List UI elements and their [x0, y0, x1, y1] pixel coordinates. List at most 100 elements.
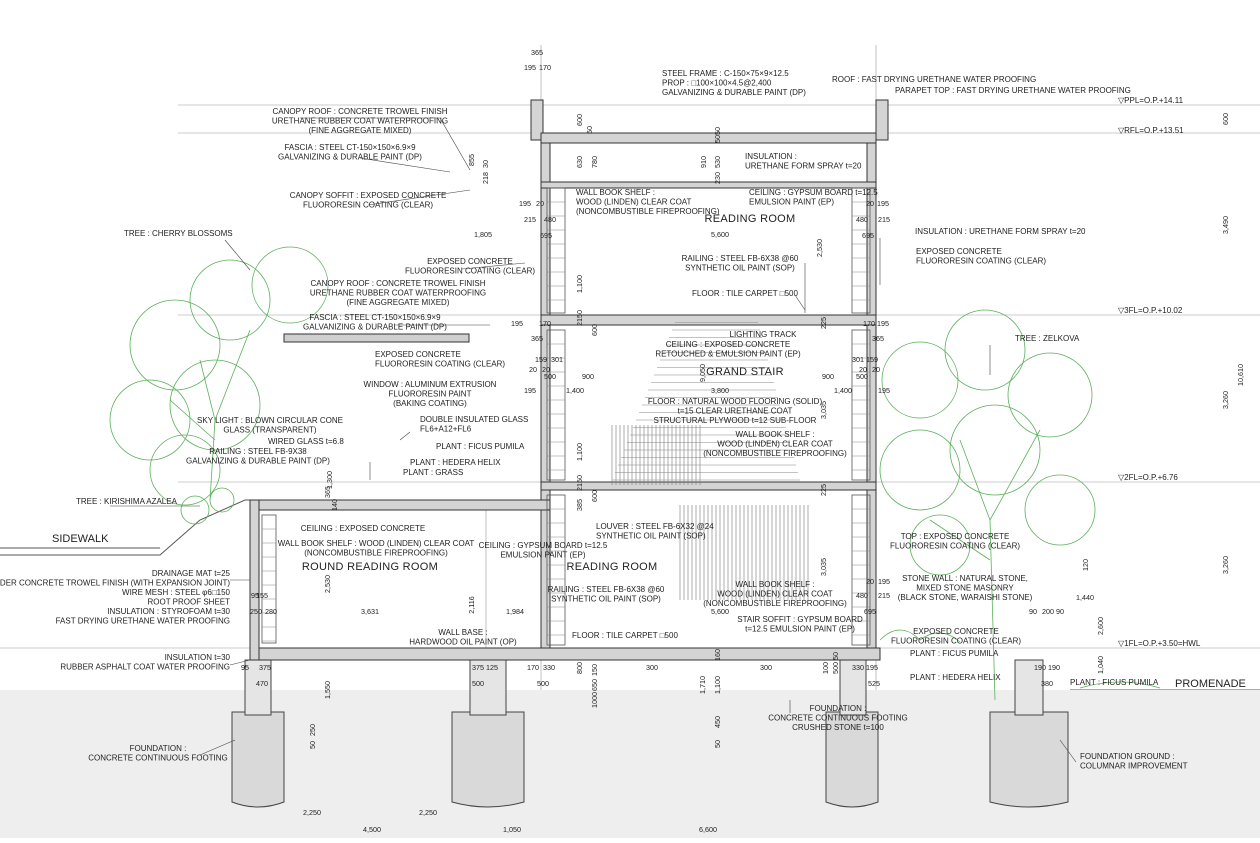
dim-d95_b: 95 — [241, 663, 249, 672]
dim-d1050: 1,050 — [503, 825, 521, 834]
dim-d125: 125 — [486, 663, 498, 672]
note-wall_shelf_right_mid-line-1: WOOD (LINDEN) CLEAR COAT — [717, 440, 833, 449]
shrubs — [180, 487, 1161, 689]
dim-d100: 100 — [821, 662, 830, 674]
note-double_glass-line-1: FL6+A12+FL6 — [420, 425, 472, 434]
note-stone_wall-line-2: (BLACK STONE, WARAISHI STONE) — [898, 593, 1033, 602]
note-foundation_center-line-1: CONCRETE CONTINUOUS FOOTING — [768, 714, 908, 723]
note-canopy_soffit-line-0: CANOPY SOFFIT : EXPOSED CONCRETE — [290, 191, 447, 200]
dim-d155: 155 — [256, 591, 268, 600]
dim-d20_l1: 20 — [536, 199, 544, 208]
note-floor_mid-line-1: t=15 CLEAR URETHANE COAT — [678, 407, 793, 416]
note-stair_soffit-line-1: t=12.5 EMULSION PAINT (EP) — [745, 625, 855, 634]
dim-d2530_top: 2,530 — [815, 239, 824, 257]
dim-d2600: 2,600 — [1096, 617, 1105, 635]
dim-d5600_top: 5,600 — [711, 230, 729, 239]
note-wall_shelf_right_low-line-0: WALL BOOK SHELF : — [736, 580, 815, 589]
dim-d1100_b: 1,100 — [575, 443, 584, 461]
soil-fill — [0, 690, 1260, 838]
dim-d600_b: 600 — [590, 324, 599, 336]
dim-d170_f: 170 — [527, 663, 539, 672]
dim-d365_v: 365 — [323, 486, 332, 498]
leader-line — [1059, 739, 1077, 763]
note-foundation_ground-line-0: FOUNDATION GROUND : — [1080, 752, 1175, 761]
note-railing_upper-line-1: SYNTHETIC OIL PAINT (SOP) — [685, 264, 795, 273]
dim-d20_l3: 20 — [542, 365, 550, 374]
leader-line — [300, 117, 471, 171]
dim-d250: 250 — [250, 607, 262, 616]
dim-d695_r: 695 — [862, 231, 874, 240]
note-sky_light-line-1: GLASS (TRANSPARENT) — [223, 426, 317, 435]
note-drainage-line-3: ROOT PROOF SHEET — [147, 598, 230, 607]
room-grand-stair: GRAND STAIR — [706, 366, 784, 378]
dim-d50: 50 — [585, 126, 594, 134]
note-railing_low-line-0: RAILING : STEEL FB-6X38 @60 — [548, 585, 665, 594]
dim-d20_r1: 20 — [866, 199, 874, 208]
dim-d20_r5: 20 — [866, 577, 874, 586]
note-wall_shelf_upper-line-0: WALL BOOK SHELF : — [576, 188, 655, 197]
note-exposed_concrete_a-line-0: EXPOSED CONCRETE — [427, 257, 513, 266]
dim-d159_r: 159 — [866, 355, 878, 364]
dim-d20_r2: 20 — [859, 365, 867, 374]
dim-d195_170_l: 195 — [511, 319, 523, 328]
note-insulation_roof-line-1: URETHANE FORM SPRAY t=20 — [745, 162, 862, 171]
note-canopy_roof_top-line-0: CANOPY ROOF : CONCRETE TROWEL FINISH — [273, 107, 448, 116]
shelf-lines — [262, 201, 870, 642]
note-wall_shelf_upper-line-1: WOOD (LINDEN) CLEAR COAT — [576, 198, 692, 207]
note-plant_hedera_b-line-0: PLANT : HEDERA HELIX — [910, 673, 1001, 682]
dim-d1440: 1,440 — [1076, 593, 1094, 602]
note-plant_hedera_a-line-0: PLANT : HEDERA HELIX — [410, 458, 501, 467]
note-steel_frame-line-0: STEEL FRAME : C-150×75×9×12.5 — [662, 69, 789, 78]
dim-d190a: 190 — [1034, 663, 1046, 672]
note-drainage-line-2: WIRE MESH : STEEL φ6□150 — [122, 588, 231, 597]
dim-d50_l: 50 — [308, 741, 317, 749]
note-insulation_low-line-1: RUBBER ASPHALT COAT WATER PROOFING — [60, 663, 230, 672]
dim-d50_m: 50 — [713, 740, 722, 748]
room-reading-upper: READING ROOM — [705, 213, 796, 225]
dim-d600_c: 600 — [590, 490, 599, 502]
level-rfl: ▽RFL=O.P.+13.51 — [1118, 126, 1184, 135]
louver — [611, 425, 809, 600]
dim-d600a: 600 — [575, 114, 584, 126]
dim-d95_155: 95 — [251, 591, 259, 600]
note-insulation_roof-line-0: INSULATION : — [745, 152, 797, 161]
dim-d2530_b: 2,530 — [323, 575, 332, 593]
note-exposed_concrete_c-line-1: FLUORORESIN COATING (CLEAR) — [375, 360, 505, 369]
tree-cherry-blossoms — [109, 246, 329, 506]
dim-d50_h: 50 — [831, 652, 840, 660]
dim-d1040: 1,040 — [1096, 656, 1105, 674]
dim-d855: 855 — [467, 154, 476, 166]
note-exposed_concrete_d-line-0: EXPOSED CONCRETE — [913, 627, 999, 636]
note-tree_cherry-line-0: TREE : CHERRY BLOSSOMS — [124, 229, 233, 238]
dim-d2250_b: 2,250 — [419, 808, 437, 817]
dim-d910: 910 — [699, 156, 708, 168]
dim-d385_a: 385 — [575, 499, 584, 511]
dim-d1300: 1,300 — [325, 471, 334, 489]
foundations — [231, 659, 1069, 808]
dim-r3260a: 3,260 — [1221, 391, 1230, 409]
note-foundation_center-line-2: CRUSHED STONE t=100 — [792, 723, 884, 732]
dim-d500_l: 500 — [544, 372, 556, 381]
dim-d1400_l: 1,400 — [566, 386, 584, 395]
note-parapet-line-0: PARAPET TOP : FAST DRYING URETHANE WATER… — [895, 86, 1131, 95]
leader-line — [229, 659, 251, 666]
note-wall_shelf_right_low-line-1: WOOD (LINDEN) CLEAR COAT — [717, 590, 833, 599]
dim-d365_l: 365 — [531, 334, 543, 343]
dim-d170_l: 170 — [539, 319, 551, 328]
dim-d195_l4: 195 — [524, 386, 536, 395]
dim-d900_l: 900 — [582, 372, 594, 381]
dim-d375_b: 375 — [472, 663, 484, 672]
note-drainage-line-4: INSULATION : STYROFOAM t=30 — [107, 607, 230, 616]
note-foundation_center-line-0: FOUNDATION : — [810, 704, 867, 713]
dim-d190b: 190 — [1048, 663, 1060, 672]
note-tree_azalea-line-0: TREE : KIRISHIMA AZALEA — [76, 497, 178, 506]
dim-d900_r: 900 — [822, 372, 834, 381]
dim-d300_b: 300 — [760, 663, 772, 672]
dim-d1550: 1,550 — [323, 681, 332, 699]
dim-d140: 140 — [330, 499, 339, 511]
dim-d1984: 1,984 — [506, 607, 524, 616]
note-wall_shelf_round-line-0: WALL BOOK SHELF : WOOD (LINDEN) CLEAR CO… — [278, 539, 475, 548]
dim-d195_r1: 195 — [877, 199, 889, 208]
